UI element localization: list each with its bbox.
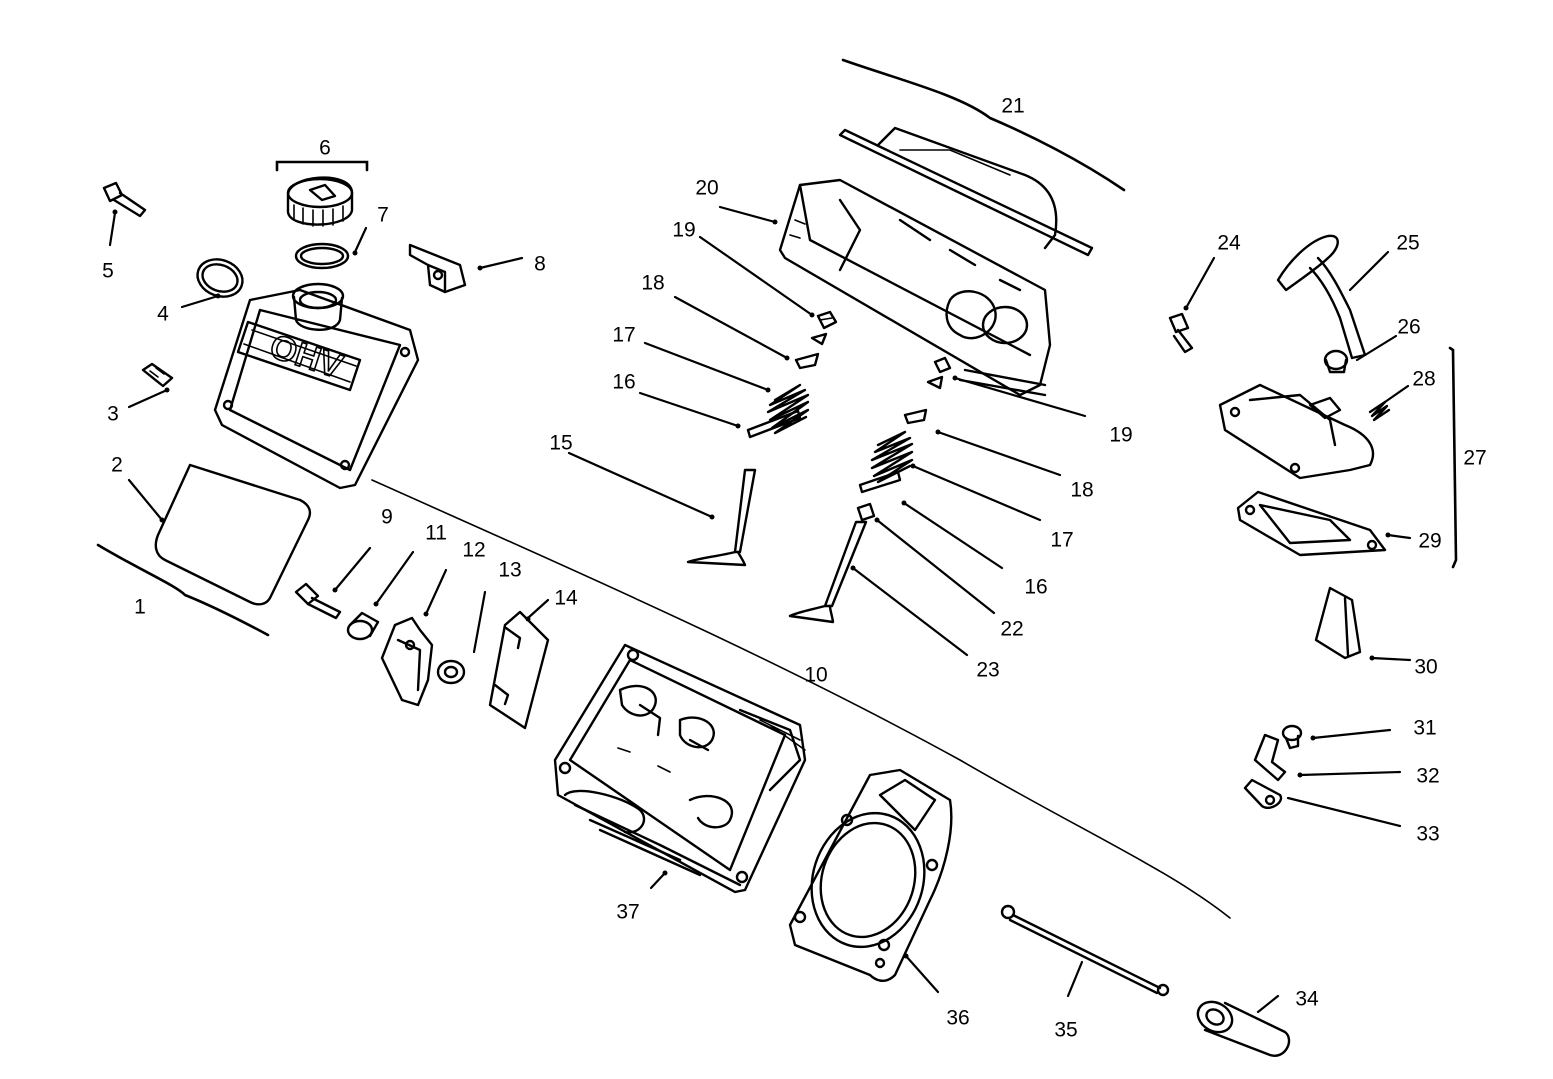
callout-19-left: 19 bbox=[672, 218, 696, 242]
callout-17-right: 17 bbox=[1050, 528, 1074, 552]
bracket-1 bbox=[96, 543, 270, 637]
washer-13 bbox=[436, 659, 466, 685]
ohv-stamp: OHV bbox=[265, 327, 347, 386]
callout-7: 7 bbox=[377, 203, 389, 227]
callout-13: 13 bbox=[498, 558, 522, 582]
callout-22: 22 bbox=[1000, 617, 1024, 641]
bracket-6 bbox=[275, 160, 369, 172]
callout-5: 5 bbox=[102, 259, 114, 283]
valve-spring-17b bbox=[870, 430, 914, 484]
callout-20: 20 bbox=[695, 176, 719, 200]
callout-14: 14 bbox=[554, 586, 578, 610]
callout-1: 1 bbox=[134, 595, 146, 619]
rocker-housing-20 bbox=[778, 178, 1052, 397]
callout-4: 4 bbox=[157, 302, 169, 326]
valve-23 bbox=[788, 520, 868, 624]
callout-32: 32 bbox=[1416, 764, 1440, 788]
callout-23: 23 bbox=[976, 658, 1000, 682]
callout-6: 6 bbox=[319, 136, 331, 160]
callout-29: 29 bbox=[1418, 529, 1442, 553]
breather-gasket-29 bbox=[1236, 490, 1387, 557]
bracket-8 bbox=[408, 243, 467, 294]
callout-16-left: 16 bbox=[612, 370, 636, 394]
callout-27: 27 bbox=[1463, 446, 1487, 470]
callout-15: 15 bbox=[549, 431, 573, 455]
valve-spring-17a bbox=[766, 383, 810, 435]
valve-keepers-19b bbox=[926, 356, 952, 390]
head-gasket-36 bbox=[788, 768, 953, 982]
callout-8: 8 bbox=[534, 252, 546, 276]
stud-3 bbox=[141, 362, 174, 388]
guide-plate-14 bbox=[488, 610, 550, 730]
spring-retainer-18b bbox=[903, 408, 928, 425]
callout-2: 2 bbox=[111, 453, 123, 477]
valve-cover: OHV bbox=[213, 282, 420, 490]
pivot-11 bbox=[346, 611, 380, 641]
callout-9: 9 bbox=[381, 505, 393, 529]
bolt-5 bbox=[102, 181, 147, 218]
push-rod-35 bbox=[1000, 904, 1170, 997]
cylinder-head-37 bbox=[553, 643, 807, 894]
callout-25: 25 bbox=[1396, 231, 1420, 255]
fitting-24 bbox=[1168, 312, 1194, 354]
gasket-2 bbox=[154, 463, 312, 606]
callout-11: 11 bbox=[425, 521, 447, 545]
bracket-10 bbox=[371, 479, 1231, 919]
callout-10: 10 bbox=[804, 663, 828, 687]
clamp-26 bbox=[1323, 349, 1349, 374]
filter-30 bbox=[1314, 586, 1362, 660]
callout-37: 37 bbox=[616, 900, 640, 924]
valve-cap-22 bbox=[856, 502, 876, 522]
valve-seal-16b bbox=[858, 470, 902, 494]
valve-seal-16a bbox=[746, 409, 802, 439]
callout-33: 33 bbox=[1416, 822, 1440, 846]
bolt-9 bbox=[294, 582, 342, 620]
callout-26: 26 bbox=[1397, 315, 1421, 339]
callout-12: 12 bbox=[462, 538, 486, 562]
valve-keepers-19a bbox=[810, 310, 838, 346]
callout-3: 3 bbox=[107, 402, 119, 426]
callout-34: 34 bbox=[1295, 987, 1319, 1011]
callout-28: 28 bbox=[1412, 367, 1436, 391]
callout-36: 36 bbox=[946, 1006, 970, 1030]
callout-18-right: 18 bbox=[1070, 478, 1094, 502]
callout-16-right: 16 bbox=[1024, 575, 1048, 599]
callout-21: 21 bbox=[1001, 94, 1025, 118]
valve-15 bbox=[686, 468, 757, 567]
breather-cover-27 bbox=[1218, 383, 1375, 480]
callout-30: 30 bbox=[1414, 655, 1438, 679]
callout-31: 31 bbox=[1413, 716, 1437, 740]
rocker-cover-21 bbox=[838, 126, 1094, 257]
breather-hose-25 bbox=[1276, 234, 1367, 360]
callout-18-left: 18 bbox=[641, 271, 665, 295]
callout-24: 24 bbox=[1217, 231, 1241, 255]
lug-33 bbox=[1243, 778, 1283, 809]
callout-19-right: 19 bbox=[1109, 423, 1133, 447]
leader-lines bbox=[108, 205, 1412, 1014]
oil-cap-6 bbox=[286, 176, 354, 227]
spring-28 bbox=[1368, 400, 1391, 422]
bracket-27 bbox=[1448, 346, 1458, 569]
callout-17-left: 17 bbox=[612, 323, 636, 347]
o-ring-4 bbox=[196, 258, 244, 298]
screw-31 bbox=[1281, 724, 1303, 750]
rocker-arm-12 bbox=[380, 616, 434, 707]
callout-35: 35 bbox=[1054, 1018, 1078, 1042]
tappet-34 bbox=[1196, 1000, 1291, 1057]
bracket-21 bbox=[841, 58, 1126, 192]
o-ring-7 bbox=[294, 242, 350, 270]
bracket-32 bbox=[1253, 733, 1287, 782]
spring-retainer-18a bbox=[794, 352, 820, 370]
